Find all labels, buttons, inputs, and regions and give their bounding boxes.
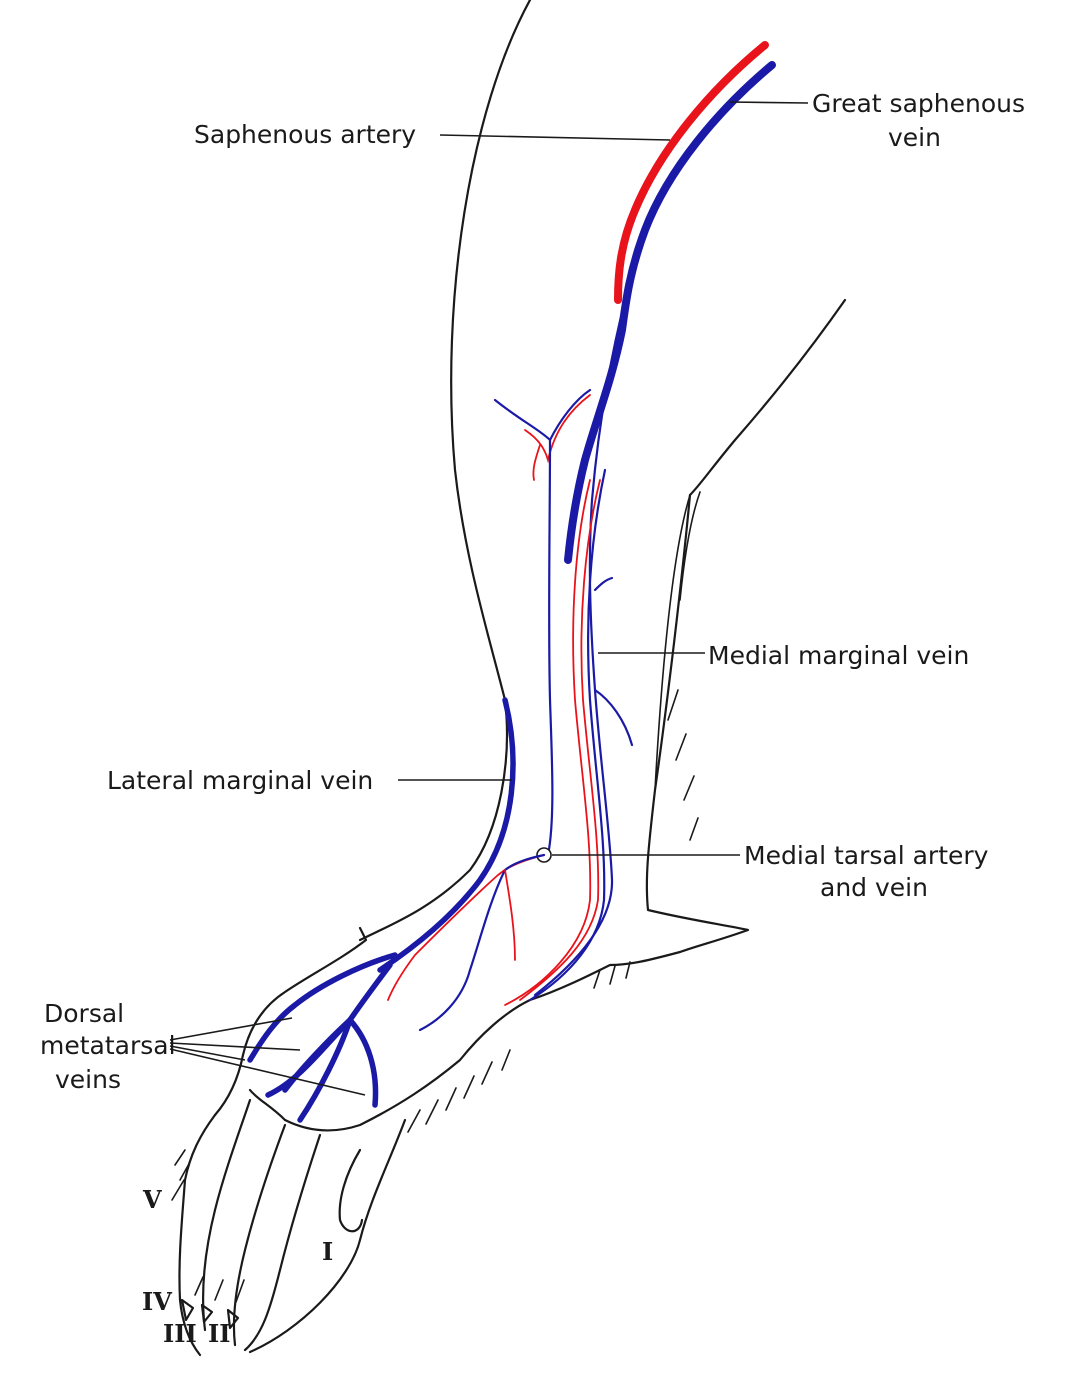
digit-label-ii: II (208, 1319, 230, 1348)
great-saphenous-vein-path (564, 61, 776, 564)
label-dorsal-metatarsal-1: Dorsal (44, 999, 124, 1028)
label-great-saphenous-vein-1: Great saphenous (812, 89, 1025, 118)
label-great-saphenous-vein-2: vein (888, 123, 941, 152)
label-saphenous-artery: Saphenous artery (194, 120, 416, 149)
digit-label-v: V (142, 1185, 162, 1214)
labels: Saphenous artery Great saphenous vein Me… (40, 89, 1025, 1348)
label-dorsal-metatarsal-3: veins (55, 1065, 121, 1094)
vessels (247, 41, 776, 1123)
leg-outline (171, 0, 847, 1357)
label-medial-marginal-vein: Medial marginal vein (708, 641, 969, 670)
label-lateral-marginal-vein: Lateral marginal vein (107, 766, 373, 795)
leader-lines (169, 101, 809, 1096)
digit-label-iv: IV (142, 1287, 172, 1316)
saphenous-artery-path (614, 41, 769, 304)
label-medial-tarsal-2: and vein (820, 873, 928, 902)
digit-label-i: I (322, 1237, 333, 1266)
lateral-marginal-vein-path (377, 697, 516, 973)
label-dorsal-metatarsal-2: metatarsal (40, 1031, 176, 1060)
label-medial-tarsal-1: Medial tarsal artery (744, 841, 989, 870)
digit-label-iii: III (163, 1319, 197, 1348)
